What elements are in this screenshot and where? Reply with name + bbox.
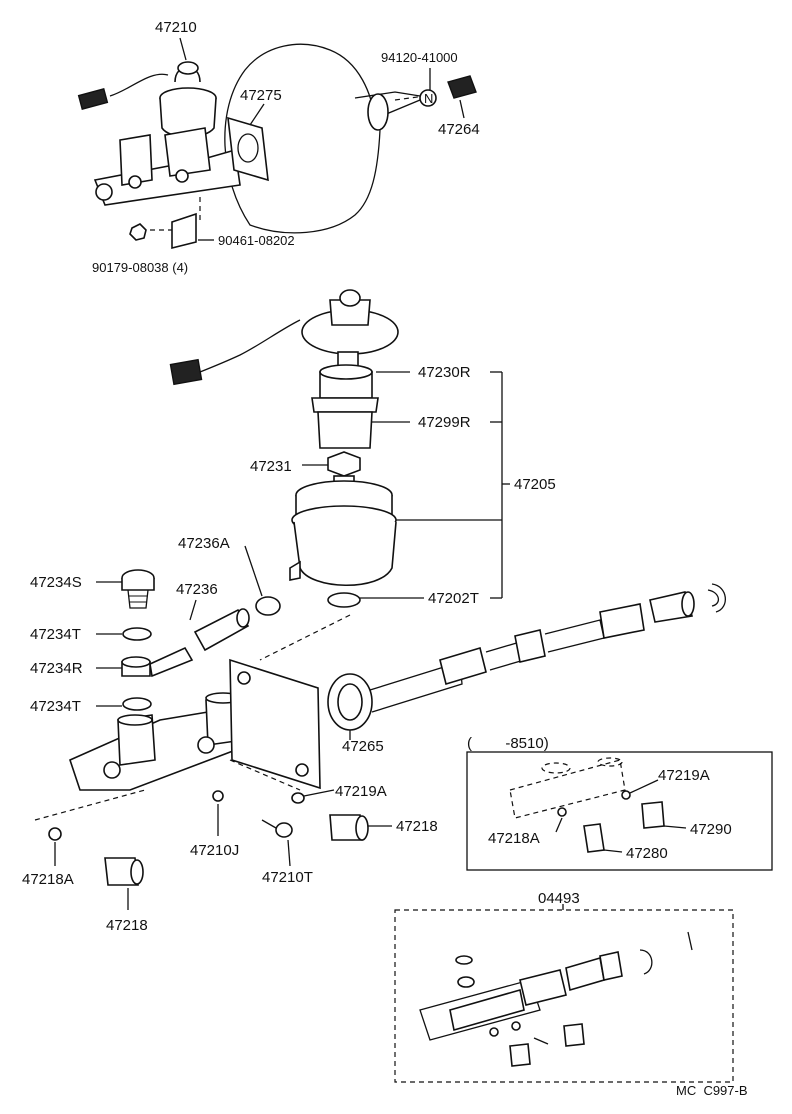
label-8510: ( -8510)	[467, 735, 549, 752]
label-47264: 47264	[438, 121, 480, 138]
label-47290: 47290	[690, 821, 732, 838]
reservoir-icon	[289, 480, 397, 587]
inset-cylinder-icon	[509, 757, 665, 853]
grommet-47202T-icon	[327, 592, 361, 608]
plug-47218-a-icon	[329, 814, 369, 841]
label-47234S: 47234S	[30, 574, 82, 591]
label-47210T: 47210T	[262, 869, 313, 886]
piston-assembly-icon	[327, 591, 695, 731]
label-47299R: 47299R	[418, 414, 471, 431]
hose-47236-icon	[193, 608, 250, 652]
label-47218-b: 47218	[106, 917, 148, 934]
label-47234T-b: 47234T	[30, 698, 81, 715]
reference-code: MC C997-B	[676, 1083, 748, 1098]
reservoir-cap-icon	[169, 289, 399, 386]
gasket-47218A-icon	[48, 827, 62, 841]
label-47275: 47275	[240, 87, 282, 104]
label-47234R: 47234R	[30, 660, 83, 677]
part-labels: 47210 94120-41000 47275 47264 90461-0820…	[22, 19, 748, 1098]
inset-box-8510	[466, 751, 773, 871]
label-47219A-inset: 47219A	[658, 767, 710, 784]
label-47265: 47265	[342, 738, 384, 755]
label-94120-41000: 94120-41000	[381, 50, 458, 65]
gasket-47234T-b-icon	[122, 697, 152, 711]
booster-master-cylinder-icon	[93, 127, 241, 206]
label-47236: 47236	[176, 581, 218, 598]
label-04493: 04493	[538, 890, 580, 907]
label-47231: 47231	[250, 458, 292, 475]
bolt-47210T-icon	[261, 819, 293, 838]
bolt-47234S-icon	[121, 569, 155, 609]
master-cylinder-icon	[34, 614, 351, 821]
strainer-47299R-icon	[317, 411, 373, 449]
gasket-47234T-a-icon	[122, 627, 152, 641]
clip-47236A-icon	[255, 596, 281, 616]
label-47230R: 47230R	[418, 364, 471, 381]
brake-booster-icon	[224, 43, 426, 234]
booster-reservoir-icon	[77, 61, 217, 138]
label-47219A: 47219A	[335, 783, 387, 800]
float-47230R-icon	[311, 364, 379, 413]
snap-ring-icon	[707, 583, 726, 613]
label-47210: 47210	[155, 19, 197, 36]
label-90179-08038: 90179-08038 (4)	[92, 260, 188, 275]
label-47234T-a: 47234T	[30, 626, 81, 643]
label-47236A: 47236A	[178, 535, 230, 552]
svg-text:N: N	[424, 91, 433, 106]
bracket-90461-icon	[150, 195, 201, 250]
plug-47218-b-icon	[104, 857, 144, 886]
label-47210J: 47210J	[190, 842, 239, 859]
n-marker-icon: N	[419, 89, 437, 107]
label-47280: 47280	[626, 845, 668, 862]
leader-lines	[54, 37, 687, 910]
gasket-47275-icon	[227, 116, 269, 182]
label-47202T: 47202T	[428, 590, 479, 607]
clip-47264-icon	[447, 75, 477, 99]
label-47218A-inset: 47218A	[488, 830, 540, 847]
label-47218: 47218	[396, 818, 438, 835]
union-47234R-icon	[121, 646, 194, 678]
nut-90179-icon	[129, 223, 147, 241]
label-90461-08202: 90461-08202	[218, 233, 295, 248]
gasket-47219A-icon	[291, 792, 305, 804]
gasket-47210J-icon	[212, 790, 224, 802]
label-47218A: 47218A	[22, 871, 74, 888]
piston-kit-icon	[419, 931, 693, 1067]
label-47205: 47205	[514, 476, 556, 493]
kit-box-04493	[394, 909, 734, 1083]
